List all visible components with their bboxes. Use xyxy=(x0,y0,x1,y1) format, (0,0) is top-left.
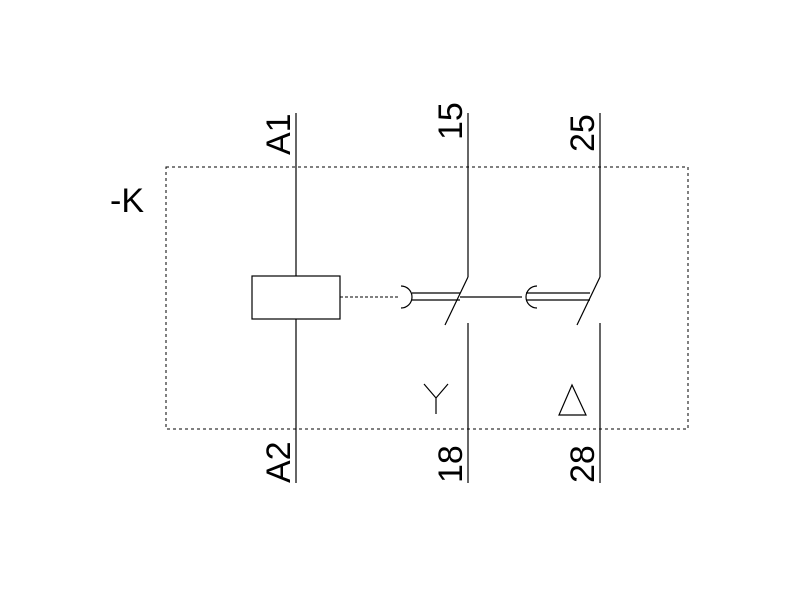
device-boundary xyxy=(165,166,689,430)
coil-branch: A1 A2 xyxy=(251,113,341,483)
triangle-icon xyxy=(558,383,587,416)
y-symbol-icon xyxy=(423,383,449,414)
terminal-28-label: 28 xyxy=(564,445,602,483)
coil-symbol xyxy=(251,275,341,320)
terminal-A2-label: A2 xyxy=(260,441,298,483)
mechanical-linkage xyxy=(340,285,590,309)
contact-25-28: 25 28 xyxy=(558,113,602,483)
contact2-blade xyxy=(576,276,601,326)
delay-arc-1 xyxy=(400,285,413,309)
contact1-blade xyxy=(444,276,469,326)
terminal-A1-label: A1 xyxy=(260,113,298,155)
contact-15-18: 15 18 xyxy=(423,102,470,483)
terminal-25-label: 25 xyxy=(564,114,602,152)
terminal-15-label: 15 xyxy=(432,102,470,140)
delay-arc-2 xyxy=(525,285,538,309)
device-designation: -K xyxy=(110,182,144,220)
terminal-18-label: 18 xyxy=(432,445,470,483)
